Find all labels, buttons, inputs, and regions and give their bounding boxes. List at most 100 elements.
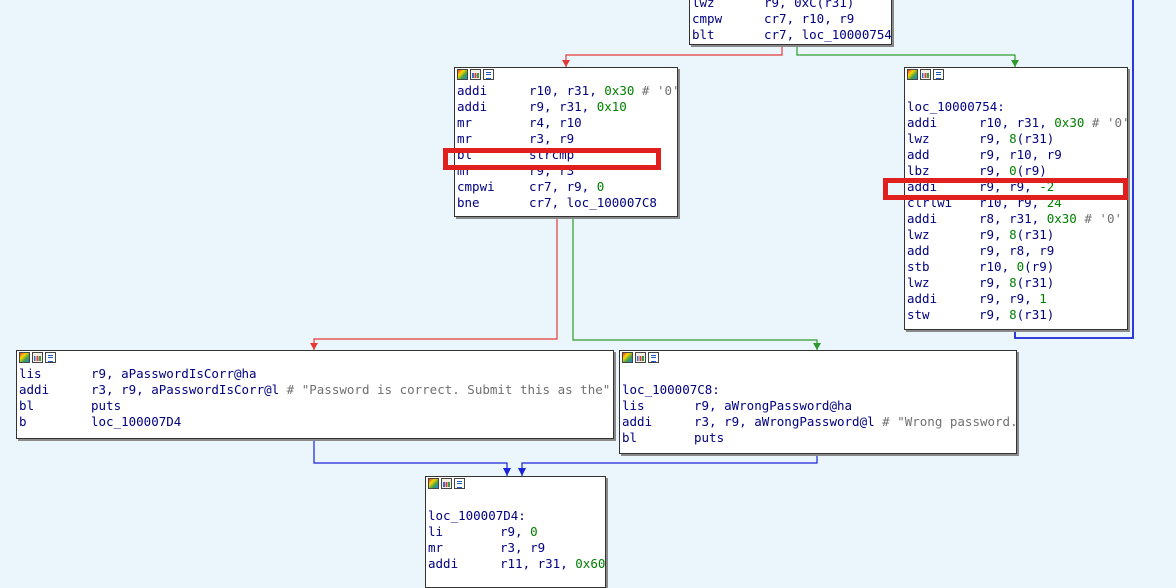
graph-view-icon[interactable] [635,352,646,363]
immediate-value: 0 [1016,259,1025,274]
instruction-operands: r3, r9, aWrongPassword@l [694,414,875,429]
immediate-value: 0x30 [1046,211,1077,226]
instruction-mnemonic: clrlwi [907,195,953,210]
immediate-value: 1 [1039,291,1047,306]
edge-loop-back [1014,0,1134,339]
instruction-operand-tail: (r9) [1016,163,1047,178]
immediate-value: 0x10 [596,99,627,114]
instruction-mnemonic: b [19,414,27,429]
instruction-mnemonic: addi [907,291,938,306]
edge-compare-to-wrong [572,215,818,350]
blank-line [428,492,605,508]
instruction-mnemonic: bne [457,195,480,210]
list-view-icon[interactable] [648,352,659,363]
instruction-mnemonic: mr [457,163,473,178]
immediate-value: 0 [596,179,605,194]
code-label[interactable]: loc_100007D4: [428,508,526,523]
node-color-icon[interactable] [907,69,918,80]
graph-view-icon[interactable] [32,352,43,363]
instruction-operands: r9, [979,227,1010,242]
node-color-icon[interactable] [622,352,633,363]
graph-view-icon[interactable] [920,69,931,80]
node-color-icon[interactable] [457,69,468,80]
instruction-operands: puts [694,430,725,445]
code-label[interactable]: loc_10000754: [907,99,1005,114]
instruction-operands: r9, aPasswordIsCorr@ha [91,366,257,381]
edge-top-to-compare [565,43,783,67]
arrowhead-correct [310,343,318,350]
graph-view-icon[interactable] [441,478,452,489]
immediate-value: 0x30 [1054,115,1085,130]
instruction-operands: r4, r10 [529,115,582,130]
instruction-operands: r9, [979,307,1010,322]
instruction-operands: r9, r10, r9 [979,147,1062,162]
immediate-value: 8 [1009,131,1017,146]
instruction-operands: r9, r31, [529,99,597,114]
instruction-operands: r10, [979,259,1017,274]
instruction-mnemonic: lwz [692,0,715,10]
list-view-icon[interactable] [454,478,465,489]
instruction-operands: r10, r31, [979,115,1055,130]
arrowhead-wrong [813,343,821,350]
list-view-icon[interactable] [45,352,56,363]
instruction-operands: r9, [500,524,531,539]
blank-line [622,366,1016,382]
instruction-operand-tail: (r31) [1016,307,1055,322]
node-color-icon[interactable] [428,478,439,489]
code-label[interactable]: loc_100007C8: [622,382,720,397]
edge-top-to-loop [796,43,1016,67]
instruction-comment: # '0' [1076,211,1122,226]
list-view-icon[interactable] [933,69,944,80]
instruction-operands: r9, r9, [979,179,1040,194]
instruction-operands: r9, [979,131,1010,146]
node-color-icon[interactable] [19,352,30,363]
instruction-operands: r3, r9, aPasswordIsCorr@l [91,382,280,397]
graph-view-icon[interactable] [470,69,481,80]
list-view-icon[interactable] [483,69,494,80]
instruction-mnemonic: add [907,243,930,258]
immediate-value: 0 [1009,163,1017,178]
